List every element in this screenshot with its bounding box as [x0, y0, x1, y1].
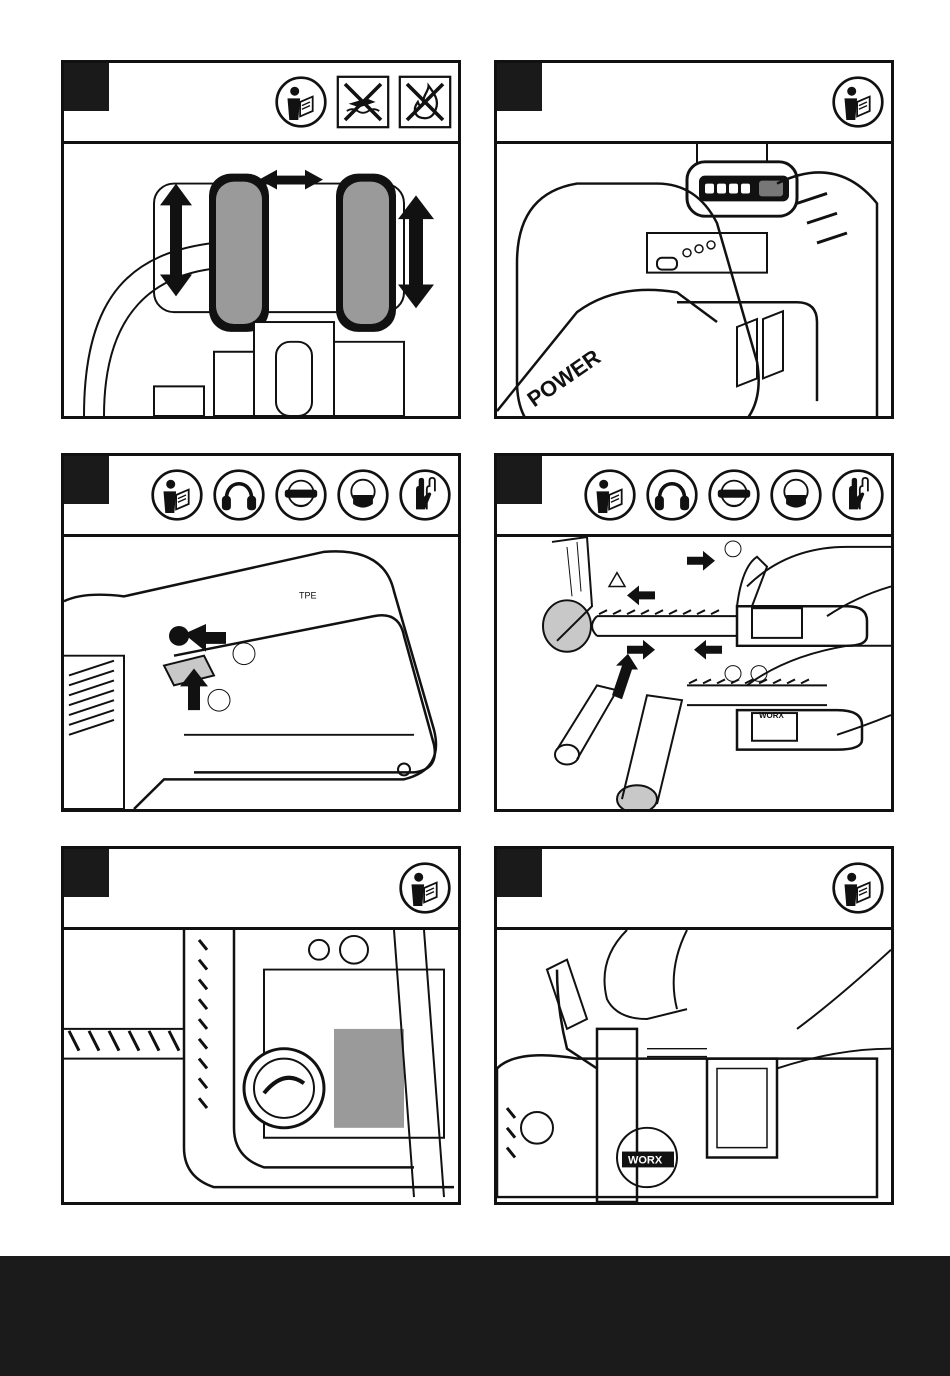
switch-on-illustration: TPE — [64, 537, 458, 809]
saw-brand-label: WORX — [759, 711, 785, 720]
no-fire-icon — [398, 75, 452, 129]
ear-protection-icon — [212, 468, 266, 522]
dust-mask-icon — [769, 468, 823, 522]
panel-1 — [61, 60, 461, 419]
panel-3: TPE — [61, 453, 461, 812]
panel-header — [64, 849, 458, 930]
cutting-technique-illustration: WORX — [497, 537, 891, 809]
safety-icon-row — [150, 468, 452, 522]
ear-protection-icon — [645, 468, 699, 522]
read-manual-icon — [583, 468, 637, 522]
read-manual-icon — [831, 75, 885, 129]
safety-icon-row — [583, 468, 885, 522]
read-manual-icon — [274, 75, 328, 129]
cap-logo-label: TPE — [299, 590, 317, 600]
footer-bar — [0, 1256, 950, 1376]
oil-cap-illustration — [64, 930, 458, 1202]
step-number-tab — [64, 849, 109, 897]
panel-4: WORX — [494, 453, 894, 812]
saw-brand-label: WORX — [628, 1154, 663, 1166]
panel-header — [497, 63, 891, 144]
read-manual-icon — [831, 861, 885, 915]
dust-mask-icon — [336, 468, 390, 522]
safety-icon-row — [831, 75, 885, 129]
read-manual-icon — [398, 861, 452, 915]
no-water-icon — [336, 75, 390, 129]
step-number-tab — [497, 849, 542, 897]
eye-protection-icon — [707, 468, 761, 522]
step-number-tab — [497, 63, 542, 111]
panel-header — [497, 456, 891, 537]
read-manual-icon — [150, 468, 204, 522]
panel-5 — [61, 846, 461, 1205]
panel-header — [64, 63, 458, 144]
step-number-tab — [64, 456, 109, 504]
safety-icon-row — [398, 861, 452, 915]
carry-saw-illustration: WORX — [497, 930, 891, 1202]
step-number-tab — [64, 63, 109, 111]
panel-header — [497, 849, 891, 930]
gloves-icon — [831, 468, 885, 522]
safety-icon-row — [831, 861, 885, 915]
battery-indicator-illustration: POWER — [497, 144, 891, 416]
panel-header — [64, 456, 458, 537]
panel-2: POWER — [494, 60, 894, 419]
step-number-tab — [497, 456, 542, 504]
battery-insert-illustration — [64, 144, 458, 416]
panel-6: WORX — [494, 846, 894, 1205]
safety-icon-row — [274, 75, 452, 129]
gloves-icon — [398, 468, 452, 522]
eye-protection-icon — [274, 468, 328, 522]
